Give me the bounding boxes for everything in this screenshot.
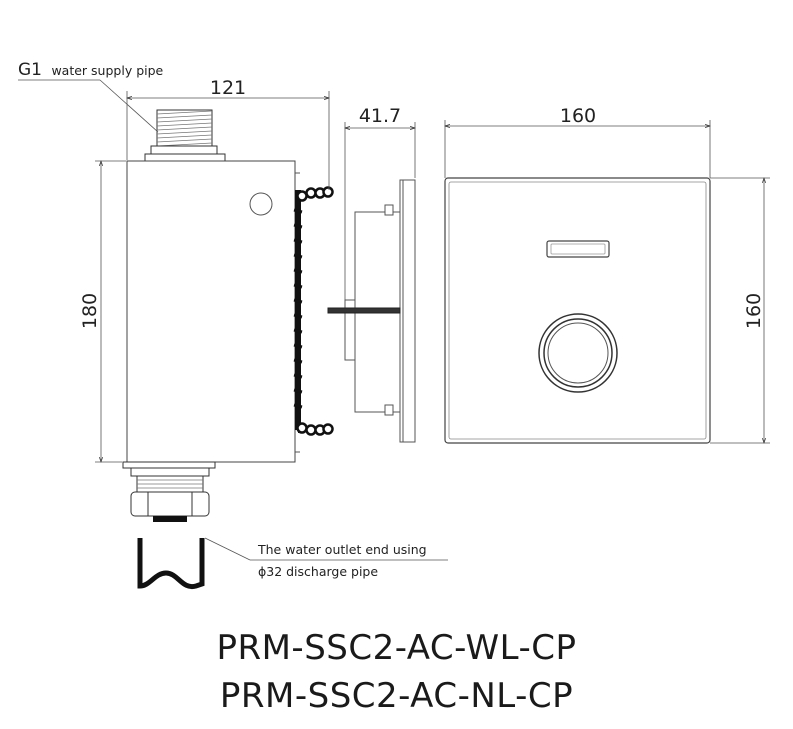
sensor-window (546, 240, 610, 258)
box-knob (249, 192, 273, 216)
dim-depth: 41.7 (359, 105, 401, 127)
supply-pipe-thread (144, 109, 226, 162)
dim-panel-width: 160 (560, 105, 596, 127)
outlet-fitting (122, 461, 216, 522)
discharge-pipe (137, 538, 205, 590)
dim-panel-height: 160 (743, 293, 765, 329)
supply-callout-prefix: G1 (18, 60, 42, 80)
model-number-1: PRM-SSC2-AC-WL-CP (216, 628, 577, 668)
front-panel (444, 177, 711, 444)
model-number-2: PRM-SSC2-AC-NL-CP (219, 676, 574, 716)
dim-box-width: 121 (210, 77, 246, 99)
side-view (122, 109, 334, 590)
depth-view (327, 179, 416, 443)
mounting-bracket (293, 186, 334, 436)
flush-button (538, 313, 618, 393)
supply-callout-text: water supply pipe (51, 63, 163, 78)
dim-box-height: 180 (79, 293, 101, 329)
outlet-callout-line2: ϕ32 discharge pipe (258, 564, 378, 579)
dimension-lines-front (445, 120, 770, 443)
outlet-callout-line1: The water outlet end using (257, 542, 427, 557)
dimension-lines-side (18, 79, 448, 561)
supply-callout: G1 water supply pipe (18, 60, 164, 80)
